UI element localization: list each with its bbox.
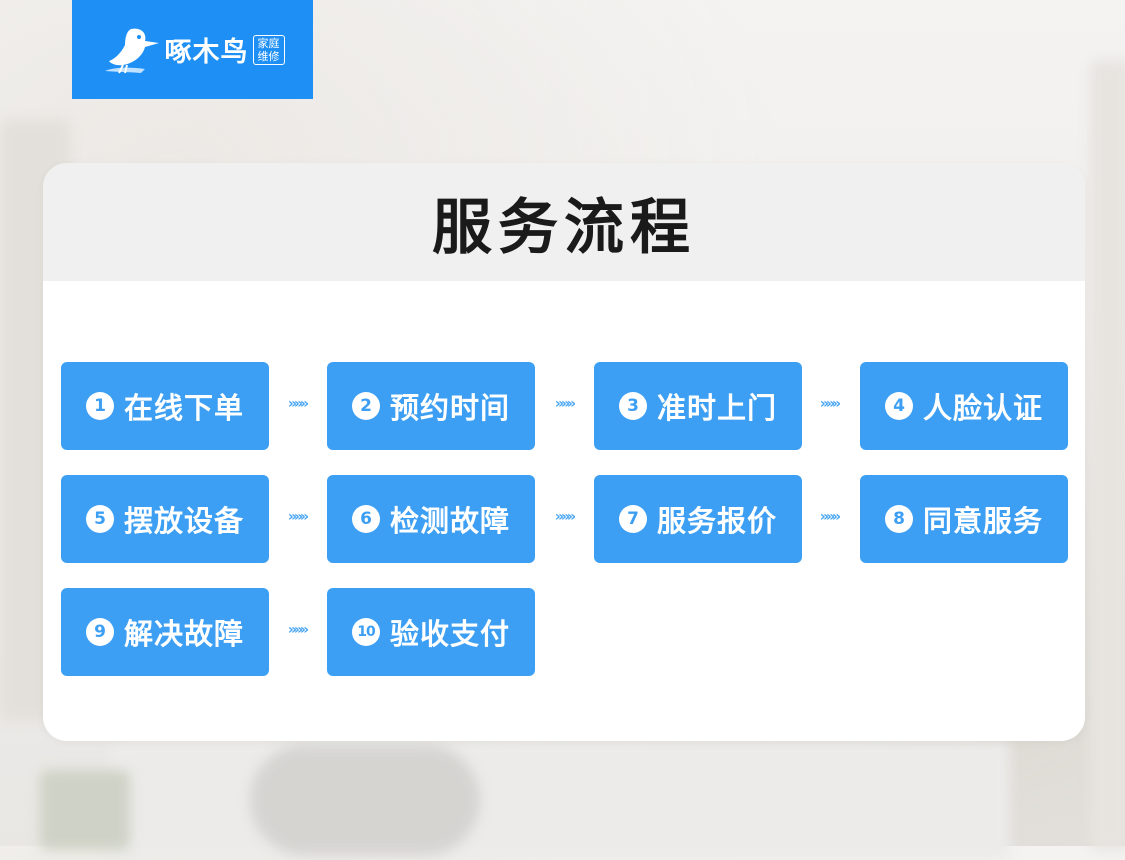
step-label: 同意服务 [922, 504, 1043, 538]
arrow-icon: »»» [554, 396, 576, 412]
step-4: 4 人脸认证 [860, 362, 1068, 450]
step-label: 摆放设备 [123, 504, 244, 538]
step-10: 10 验收支付 [327, 588, 535, 676]
step-number: 1 [85, 392, 114, 420]
step-6: 6 检测故障 [327, 475, 535, 563]
step-1: 1 在线下单 [61, 362, 269, 450]
background-blur [110, 740, 1010, 860]
step-label: 准时上门 [656, 391, 777, 425]
brand-name: 啄木鸟 [164, 37, 249, 68]
page-title: 服务流程 [432, 192, 696, 263]
step-number: 4 [884, 392, 913, 420]
card-header: 服务流程 [43, 163, 1085, 281]
step-label: 检测故障 [389, 504, 510, 538]
arrow-icon: »»» [819, 396, 841, 412]
brand-tag: 家庭维修 [252, 34, 285, 65]
background-blur [40, 770, 130, 850]
woodpecker-icon [104, 28, 159, 73]
step-9: 9 解决故障 [61, 588, 269, 676]
step-label: 人脸认证 [922, 391, 1043, 425]
background-blur [250, 745, 480, 855]
arrow-icon: »»» [287, 509, 309, 525]
step-number: 8 [884, 505, 913, 533]
step-label: 验收支付 [389, 617, 510, 651]
step-number: 6 [351, 505, 380, 533]
step-3: 3 准时上门 [594, 362, 802, 450]
step-8: 8 同意服务 [860, 475, 1068, 563]
step-number: 5 [85, 505, 114, 533]
background-blur [1090, 60, 1125, 850]
step-number: 2 [351, 392, 380, 420]
brand-logo: 啄木鸟 家庭维修 [72, 0, 313, 99]
step-number: 3 [618, 392, 647, 420]
step-5: 5 摆放设备 [61, 475, 269, 563]
step-7: 7 服务报价 [594, 475, 802, 563]
arrow-icon: »»» [819, 509, 841, 525]
step-label: 预约时间 [389, 391, 510, 425]
step-2: 2 预约时间 [327, 362, 535, 450]
step-label: 在线下单 [123, 391, 244, 425]
step-label: 解决故障 [123, 617, 244, 651]
step-label: 服务报价 [656, 504, 777, 538]
step-number: 10 [351, 618, 380, 646]
step-number: 7 [618, 505, 647, 533]
step-number: 9 [85, 618, 114, 646]
arrow-icon: »»» [287, 622, 309, 638]
arrow-icon: »»» [287, 396, 309, 412]
arrow-icon: »»» [554, 509, 576, 525]
